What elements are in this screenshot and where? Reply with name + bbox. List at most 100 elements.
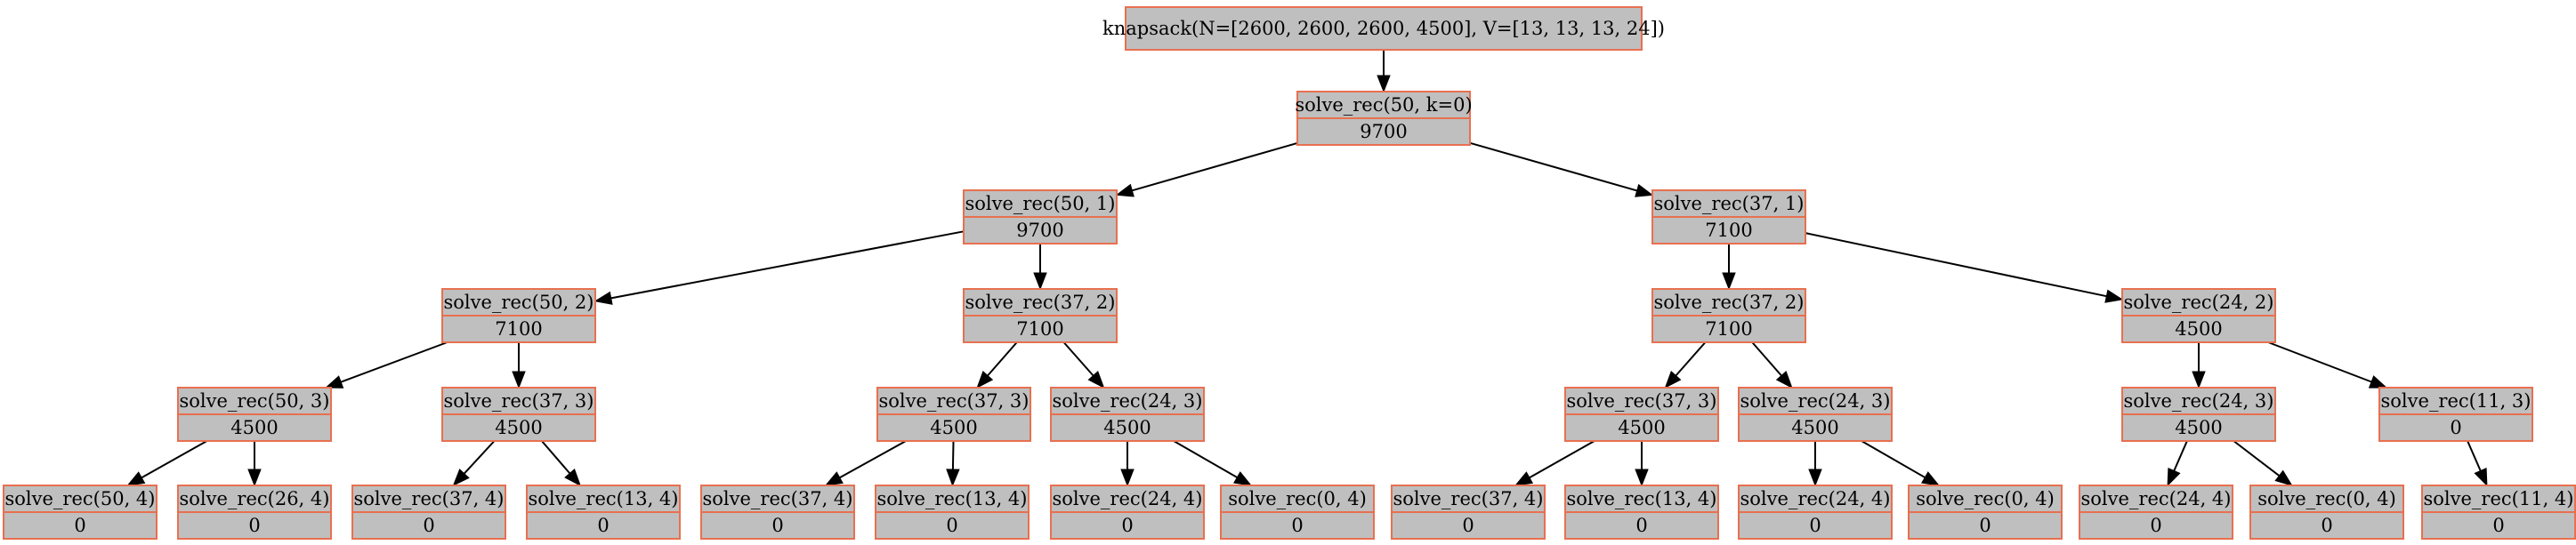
node-value-label: 0 [2450, 417, 2461, 438]
node-call-label: solve_rec(50, 2) [444, 292, 594, 313]
edge-line [1751, 341, 1782, 377]
tree-node-n20: solve_rec(37, 4)0 [700, 485, 855, 540]
edge-n1-n2 [1115, 141, 1298, 197]
edge-n14-n28 [2167, 440, 2188, 487]
edge-n11-n22 [1120, 441, 1135, 487]
node-value-label: 0 [1635, 515, 1647, 536]
arrowhead-icon [1120, 469, 1135, 487]
node-call-label: solve_rec(37, 3) [1567, 390, 1717, 412]
node-value-label: 9700 [1360, 121, 1407, 142]
edges-layer [126, 50, 2488, 487]
node-call-label: solve_rec(50, 3) [180, 390, 330, 412]
node-value-label: 7100 [1705, 318, 1752, 340]
node-value-label: 0 [1291, 515, 1303, 536]
node-call-label: solve_rec(24, 2) [2124, 292, 2274, 313]
arrowhead-icon [126, 471, 146, 486]
tree-node-n5: solve_rec(37, 2)7100 [963, 288, 1118, 343]
tree-node-n8: solve_rec(50, 3) 4500 [177, 387, 332, 442]
node-value-label: 4500 [1791, 417, 1838, 438]
edge-n9-n19 [541, 440, 582, 487]
node-value-label: 0 [2321, 515, 2332, 536]
arrowhead-icon [1377, 75, 1391, 93]
edge-line [2267, 341, 2372, 383]
edge-line [541, 440, 571, 475]
arrowhead-icon [1233, 471, 1253, 486]
edge-n11-n23 [1173, 440, 1253, 486]
edge-line [1805, 232, 2107, 298]
tree-node-n16: solve_rec(50, 4) 0 [3, 485, 157, 540]
node-call-label: solve_rec(26, 4) [180, 488, 330, 509]
arrowhead-icon [1033, 272, 1047, 291]
tree-node-n21: solve_rec(13, 4)0 [875, 485, 1030, 540]
edge-line [1132, 141, 1298, 192]
edge-n2-n4 [594, 230, 965, 305]
tree-node-n9: solve_rec(37, 3) 4500 [441, 387, 596, 442]
node-call-label: solve_rec(37, 4) [354, 488, 505, 509]
edge-n7-n14 [2192, 342, 2206, 389]
arrowhead-icon [1635, 183, 1654, 197]
node-call-label: solve_rec(37, 1) [1654, 193, 1805, 214]
node-call-label: solve_rec(24, 3) [1740, 390, 1891, 412]
node-call-label: solve_rec(24, 4) [1740, 488, 1891, 509]
node-value-label: 0 [74, 515, 85, 536]
edge-n13-n26 [1808, 441, 1822, 487]
node-call-label: solve_rec(24, 4) [2081, 488, 2232, 509]
node-value-label: 4500 [230, 417, 278, 438]
edge-n3-n7 [1805, 232, 2124, 303]
arrowhead-icon [2192, 371, 2206, 389]
arrowhead-icon [946, 469, 960, 487]
node-call-label: solve_rec(50, 4) [5, 488, 156, 509]
node-call-label: solve_rec(24, 3) [1053, 390, 1203, 412]
node-box [1125, 6, 1643, 51]
node-value-label: 7100 [495, 318, 542, 340]
edge-n9-n18 [452, 440, 496, 487]
tree-node-n25: solve_rec(13, 4)0 [1564, 485, 1719, 540]
edge-n5-n11 [1062, 341, 1105, 389]
node-value-label: 4500 [930, 417, 977, 438]
tree-node-n26: solve_rec(24, 4) 0 [1738, 485, 1893, 540]
arrowhead-icon [512, 371, 526, 389]
node-value-label: 0 [423, 515, 434, 536]
tree-node-n12: solve_rec(37, 3)4500 [1564, 387, 1719, 442]
arrowhead-icon [1921, 471, 1941, 486]
arrowhead-icon [1664, 371, 1682, 389]
node-value-label: 0 [1809, 515, 1821, 536]
edge-n10-n20 [824, 440, 907, 486]
edge-n6-n12 [1664, 341, 1707, 389]
tree-node-n18: solve_rec(37, 4) 0 [351, 485, 506, 540]
edge-n4-n8 [325, 341, 448, 389]
node-value-label: 4500 [2175, 417, 2222, 438]
tree-node-n2: solve_rec(50, 1) 9700 [963, 189, 1118, 244]
node-call-label: solve_rec(37, 3) [444, 390, 594, 412]
node-value-label: 0 [1121, 515, 1133, 536]
node-value-label: 7100 [1705, 220, 1752, 241]
node-value-label: 4500 [495, 417, 542, 438]
edge-line [1173, 440, 1238, 478]
arrowhead-icon [2368, 375, 2388, 389]
tree-node-n10: solve_rec(37, 3) 4500 [876, 387, 1031, 442]
tree-node-n29: solve_rec(0, 4)0 [2249, 485, 2404, 540]
node-call-label: solve_rec(11, 4) [2424, 488, 2574, 509]
edge-n8-n16 [126, 440, 207, 486]
edge-n12-n25 [1635, 441, 1649, 487]
node-call-label: solve_rec(37, 4) [703, 488, 853, 509]
node-value-label: 9700 [1016, 220, 1063, 241]
arrowhead-icon [247, 469, 262, 487]
tree-node-n15: solve_rec(11, 3)0 [2378, 387, 2533, 442]
node-call-label: solve_rec(24, 4) [1053, 488, 1203, 509]
node-call-label: solve_rec(13, 4) [877, 488, 1028, 509]
node-call-label: solve_rec(37, 2) [1654, 292, 1805, 313]
tree-node-n27: solve_rec(0, 4)0 [1908, 485, 2063, 540]
edge-line [1062, 341, 1094, 377]
tree-node-n19: solve_rec(13, 4)0 [526, 485, 681, 540]
edge-n3-n6 [1722, 244, 1736, 291]
node-value-label: 7100 [1016, 318, 1063, 340]
node-call-label: knapsack(N=[2600, 2600, 2600, 4500], V=[… [1102, 18, 1665, 39]
arrowhead-icon [1808, 469, 1822, 487]
node-call-label: solve_rec(50, 1) [965, 193, 1116, 214]
edge-line [1469, 141, 1637, 192]
node-call-label: solve_rec(37, 3) [879, 390, 1030, 412]
node-value-label: 0 [1979, 515, 1991, 536]
tree-node-n14: solve_rec(24, 3)4500 [2121, 387, 2276, 442]
arrowhead-icon [2167, 467, 2181, 487]
